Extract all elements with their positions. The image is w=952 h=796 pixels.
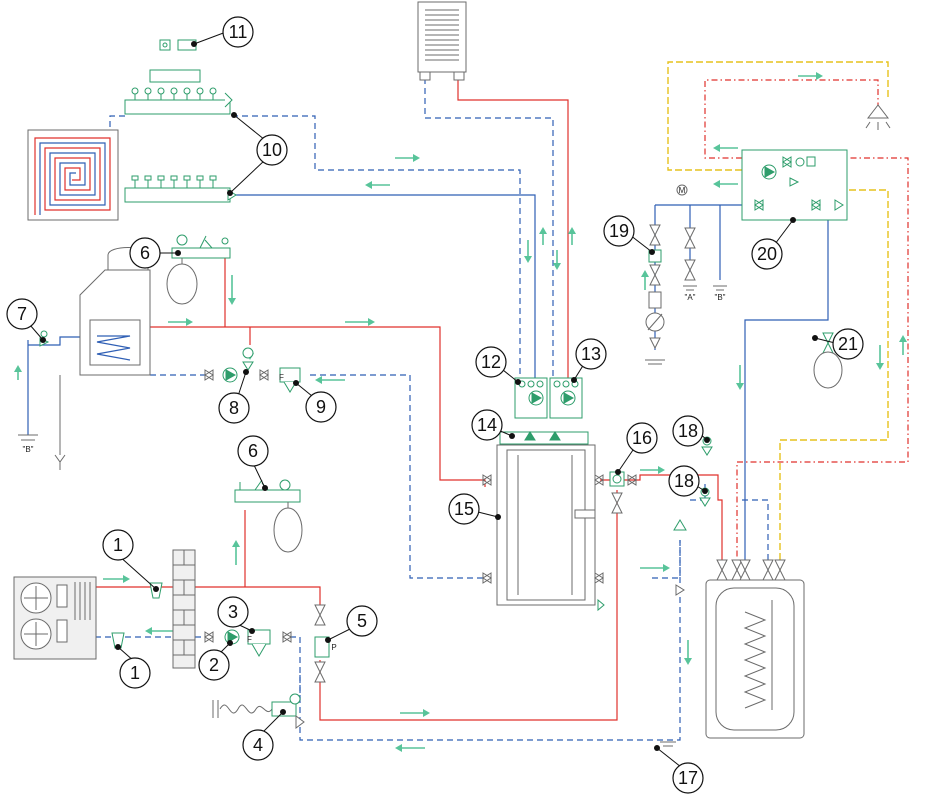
- boiler: [39, 247, 151, 376]
- callout-20: 20: [751, 217, 796, 270]
- boiler-circuit-pump-icon: F: [204, 347, 301, 393]
- safety-group-icon: M: [645, 184, 727, 365]
- svg-text:5: 5: [357, 611, 367, 631]
- diverter-valve-icon: [609, 471, 637, 514]
- manifold-supply-icon: [124, 69, 233, 115]
- callout-16: 16: [615, 422, 658, 475]
- callout-7: 7: [6, 298, 46, 343]
- a-label: "A": [684, 293, 695, 302]
- callout-5: 5: [325, 605, 378, 643]
- b-label-right: "B": [714, 293, 725, 302]
- callout-18-top: 18: [672, 415, 710, 447]
- radiator: [417, 1, 467, 81]
- mixing-pump-module-icon: [514, 377, 583, 419]
- svg-text:20: 20: [757, 244, 777, 264]
- bypass-valve-icon: P: [314, 604, 337, 683]
- callout-4: 4: [242, 709, 286, 761]
- wall: [172, 549, 196, 669]
- b-label-left: "B": [22, 445, 33, 454]
- svg-text:17: 17: [678, 768, 698, 788]
- callout-13: 13: [571, 338, 607, 383]
- heat-pump-outdoor-unit: [13, 576, 97, 660]
- room-controller-icon: [159, 39, 197, 51]
- buffer-storage-tank: [482, 431, 605, 612]
- callout-18-bottom: 18: [668, 465, 708, 497]
- svg-text:10: 10: [262, 140, 282, 160]
- svg-text:13: 13: [581, 344, 601, 364]
- svg-text:14: 14: [477, 415, 497, 435]
- wall-feedthrough-icon: [111, 582, 163, 649]
- svg-text:F: F: [279, 373, 284, 382]
- svg-text:7: 7: [17, 304, 27, 324]
- callout-12: 12: [475, 346, 521, 385]
- callout-2: 2: [198, 640, 233, 681]
- svg-text:P: P: [331, 643, 336, 652]
- boiler-expansion-vessel-icon: [166, 234, 231, 305]
- svg-text:2: 2: [209, 655, 219, 675]
- callout-8: 8: [218, 369, 250, 424]
- fresh-water-station: [741, 149, 848, 221]
- svg-text:1: 1: [113, 535, 123, 555]
- manifold-return-icon: [124, 175, 237, 203]
- svg-text:6: 6: [248, 441, 258, 461]
- filling-group-icon: [212, 693, 305, 729]
- gauge-label: M: [679, 186, 686, 195]
- callout-15: 15: [448, 493, 501, 525]
- callout-17: 17: [654, 745, 704, 794]
- callout-11: 11: [191, 16, 254, 48]
- drain-and-supply-icon: [18, 434, 687, 747]
- callout-21: 21: [812, 328, 864, 360]
- svg-text:8: 8: [229, 398, 239, 418]
- callout-10: 10: [227, 112, 288, 196]
- callout-6-bottom: 6: [237, 435, 269, 491]
- dhw-expansion-vessel-icon: [813, 332, 843, 389]
- svg-text:F: F: [247, 635, 252, 644]
- callout-6-top: 6: [129, 237, 181, 269]
- svg-text:18: 18: [674, 471, 694, 491]
- shower-head-icon: [865, 104, 891, 130]
- underfloor-heating-loop: [27, 129, 119, 221]
- thermostat-sensor-icon: [699, 436, 713, 507]
- callout-19: 19: [603, 215, 655, 255]
- callout-14: 14: [471, 409, 515, 441]
- hot-water-storage-tank: [705, 559, 805, 739]
- svg-text:16: 16: [632, 428, 652, 448]
- svg-text:18: 18: [678, 421, 698, 441]
- svg-text:3: 3: [228, 602, 238, 622]
- callout-3: 3: [217, 596, 255, 634]
- svg-text:19: 19: [609, 221, 629, 241]
- svg-text:4: 4: [253, 735, 263, 755]
- callout-9: 9: [293, 380, 337, 423]
- callout-1a: 1: [102, 529, 159, 592]
- svg-text:12: 12: [481, 352, 501, 372]
- svg-text:6: 6: [140, 243, 150, 263]
- callout-1b: 1: [115, 644, 151, 689]
- svg-text:11: 11: [229, 22, 248, 42]
- svg-text:1: 1: [130, 663, 140, 683]
- svg-text:15: 15: [454, 499, 474, 519]
- flow-arrows: [14, 72, 907, 752]
- svg-text:9: 9: [316, 397, 326, 417]
- svg-text:21: 21: [838, 334, 858, 354]
